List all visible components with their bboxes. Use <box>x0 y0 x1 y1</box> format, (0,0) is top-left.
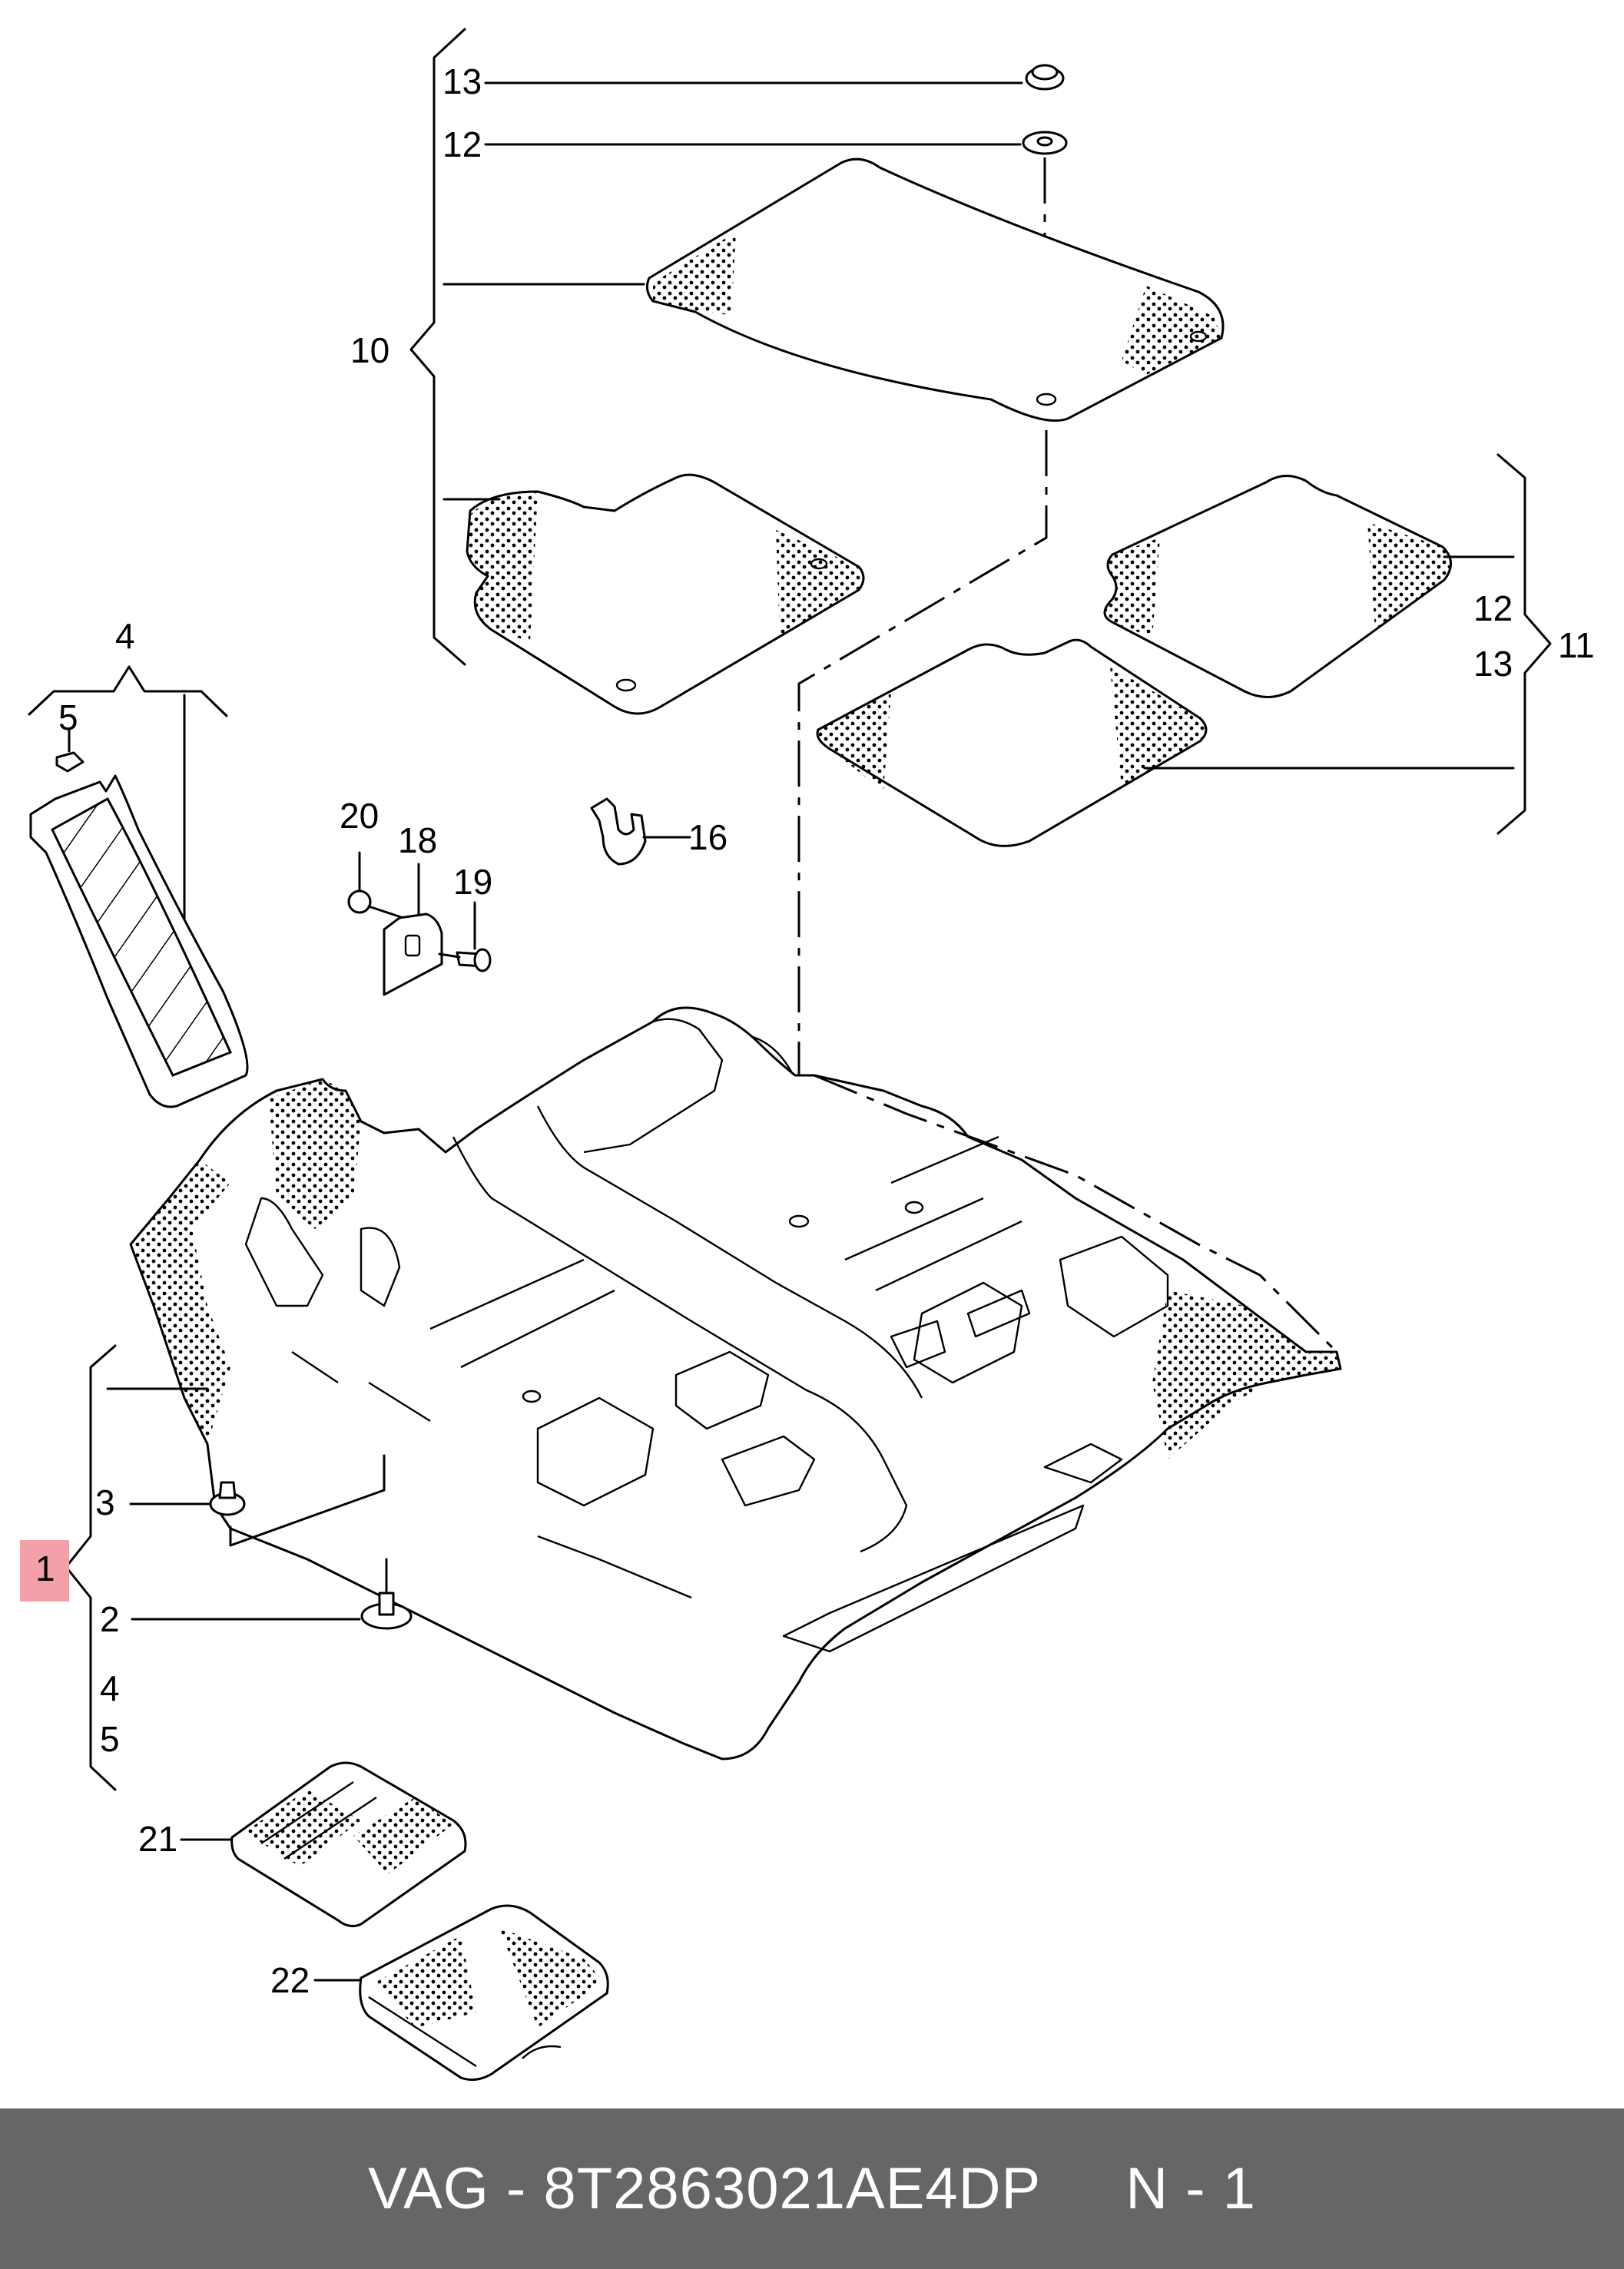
washer-12-part <box>1022 131 1068 155</box>
pad-21-part <box>230 1761 467 1928</box>
callout-1: 1 <box>35 1549 55 1588</box>
rear-mat-left <box>816 638 1208 847</box>
clip-3-part <box>209 1481 246 1516</box>
callout-21: 21 <box>138 1819 177 1859</box>
front-mat-driver <box>645 157 1225 422</box>
callout-10: 10 <box>350 330 389 370</box>
callout-12-right: 12 <box>1473 588 1513 628</box>
part-code: VAG - 8T2863021AE4DP <box>368 2156 1042 2221</box>
callout-5-top: 5 <box>58 697 78 737</box>
callout-11: 11 <box>1558 625 1595 665</box>
callout-5-bottom: 5 <box>100 1719 120 1759</box>
page-reference: N - 1 <box>1125 2156 1256 2221</box>
callout-4-top: 4 <box>115 616 135 656</box>
callout-2: 2 <box>100 1599 120 1639</box>
bracket-18-part <box>383 863 443 996</box>
callout-1-highlight <box>20 1540 69 1602</box>
mount-axis-floor <box>797 430 1048 1221</box>
washer-20-part <box>347 851 372 914</box>
callout-19: 19 <box>453 862 492 902</box>
screw-19-part <box>438 901 492 972</box>
callout-13-top: 13 <box>442 61 482 101</box>
pin-20-18 <box>367 905 405 919</box>
part-number-footer: VAG - 8T2863021AE4DP N - 1 <box>0 2108 1624 2269</box>
callout-4-bottom: 4 <box>100 1668 120 1708</box>
pad-22-part <box>359 1904 609 2082</box>
callout-20: 20 <box>340 796 379 836</box>
footrest-panel <box>29 774 249 1108</box>
callout-13-right: 13 <box>1473 644 1513 684</box>
floor-carpet-main <box>129 1006 1342 1761</box>
callout-12-top: 12 <box>442 124 482 164</box>
callout-18: 18 <box>398 820 437 860</box>
bracket-10 <box>409 28 466 666</box>
clip-5-part <box>55 728 85 773</box>
callout-16: 16 <box>688 817 727 857</box>
callout-3: 3 <box>95 1482 115 1522</box>
bracket-11 <box>1496 453 1552 835</box>
floor-mat-exploded-diagram: 13 12 10 4 5 20 18 19 16 12 13 11 3 1 2 … <box>20 28 1595 2082</box>
leader-3-floor <box>229 1454 386 1547</box>
clip-16-part <box>590 797 647 866</box>
rear-mat-right <box>1103 475 1452 698</box>
front-mat-passenger <box>466 473 865 715</box>
stud-2-part <box>360 1558 413 1630</box>
grommet-13-part <box>1025 64 1065 91</box>
callout-22: 22 <box>270 1960 310 2000</box>
